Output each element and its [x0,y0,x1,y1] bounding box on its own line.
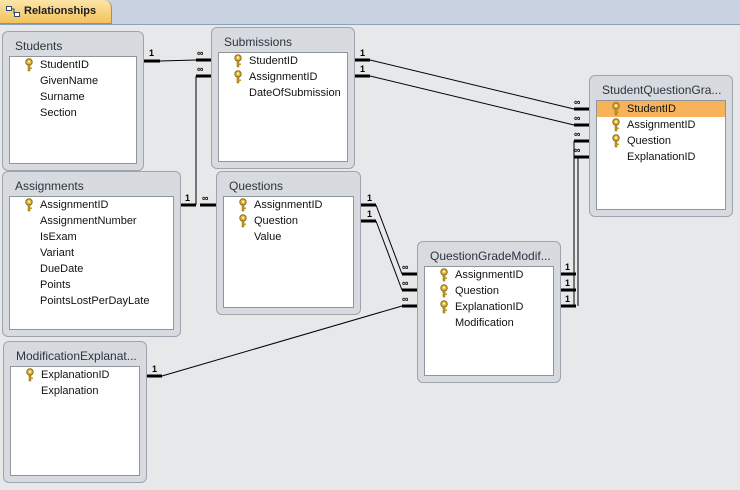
field-list[interactable]: AssignmentID AssignmentNumber IsExam Var… [9,196,174,330]
primary-key-icon [439,284,449,298]
field-points[interactable]: Points [40,279,71,291]
primary-key-icon [238,198,248,212]
relationships-tab[interactable]: Relationships [0,0,112,24]
field-assignmentid[interactable]: AssignmentID [10,197,173,213]
field-studentid[interactable]: StudentID [219,53,347,69]
field-explanationid[interactable]: ExplanationID [11,367,139,383]
primary-key-icon [25,368,35,382]
field-pointslostperdaylate[interactable]: PointsLostPerDayLate [40,295,150,307]
table-title[interactable]: ModificationExplanat... [16,349,137,363]
cardinality-one: 1 [367,193,372,203]
document-tab-strip: Relationships [0,0,740,25]
cardinality-one: 1 [360,48,365,58]
table-title[interactable]: Questions [229,179,284,193]
cardinality-one: 1 [565,262,570,272]
table-submissions[interactable]: Submissions StudentID AssignmentID DateO… [211,27,355,169]
primary-key-icon [611,134,621,148]
primary-key-icon [24,58,34,72]
field-studentid-selected[interactable]: StudentID [597,101,725,117]
field-assignmentnumber[interactable]: AssignmentNumber [40,215,137,227]
cardinality-one: 1 [360,64,365,74]
field-list[interactable]: StudentID GivenName Surname Section [9,56,137,164]
cardinality-many: ∞ [574,97,581,107]
cardinality-many: ∞ [574,129,581,139]
field-assignmentid[interactable]: AssignmentID [425,267,553,283]
table-title[interactable]: StudentQuestionGra... [602,83,722,97]
cardinality-many: ∞ [197,48,204,58]
field-list[interactable]: AssignmentID Question ExplanationID Modi… [424,266,554,376]
primary-key-icon [611,118,621,132]
field-assignmentid[interactable]: AssignmentID [597,117,725,133]
table-studentquestiongrades[interactable]: StudentQuestionGra... StudentID Assignme… [589,75,733,217]
table-title[interactable]: Students [15,39,63,53]
cardinality-one: 1 [565,278,570,288]
relationships-canvas[interactable]: Students StudentID GivenName Surname Sec… [0,25,740,490]
field-dateofsubmission[interactable]: DateOfSubmission [249,87,341,99]
primary-key-icon [233,70,243,84]
field-value[interactable]: Value [254,231,282,243]
field-assignmentid[interactable]: AssignmentID [224,197,353,213]
field-explanationid[interactable]: ExplanationID [627,151,696,163]
field-list[interactable]: StudentID AssignmentID DateOfSubmission [218,52,348,162]
cardinality-one: 1 [185,193,190,203]
cardinality-many: ∞ [574,113,581,123]
cardinality-one: 1 [152,364,157,374]
tab-label: Relationships [24,5,97,17]
field-question[interactable]: Question [224,213,353,229]
field-question[interactable]: Question [597,133,725,149]
cardinality-one: 1 [565,294,570,304]
field-list[interactable]: StudentID AssignmentID Question Explanat… [596,100,726,210]
table-questiongrademodifications[interactable]: QuestionGradeModif... AssignmentID Quest… [417,241,561,383]
table-title[interactable]: Submissions [224,35,293,49]
relationships-icon [6,5,20,23]
primary-key-icon [611,102,621,116]
field-assignmentid[interactable]: AssignmentID [219,69,347,85]
field-explanationid[interactable]: ExplanationID [425,299,553,315]
table-title[interactable]: Assignments [15,179,84,193]
cardinality-many: ∞ [402,262,409,272]
primary-key-icon [439,268,449,282]
cardinality-many: ∞ [574,145,581,155]
field-givenname[interactable]: GivenName [40,75,99,87]
table-students[interactable]: Students StudentID GivenName Surname Sec… [2,31,144,171]
field-list[interactable]: AssignmentID Question Value [223,196,354,308]
field-explanation[interactable]: Explanation [41,385,99,397]
primary-key-icon [238,214,248,228]
cardinality-many: ∞ [402,294,409,304]
table-title[interactable]: QuestionGradeModif... [430,249,551,263]
primary-key-icon [439,300,449,314]
table-assignments[interactable]: Assignments AssignmentID AssignmentNumbe… [2,171,181,337]
field-studentid[interactable]: StudentID [10,57,136,73]
primary-key-icon [24,198,34,212]
field-surname[interactable]: Surname [40,91,85,103]
cardinality-many: ∞ [197,64,204,74]
cardinality-many: ∞ [202,193,209,203]
field-duedate[interactable]: DueDate [40,263,84,275]
cardinality-one: 1 [149,48,154,58]
cardinality-one: 1 [367,209,372,219]
field-section[interactable]: Section [40,107,77,119]
field-list[interactable]: ExplanationID Explanation [10,366,140,476]
primary-key-icon [233,54,243,68]
table-modificationexplanations[interactable]: ModificationExplanat... ExplanationID Ex… [3,341,147,483]
field-isexam[interactable]: IsExam [40,231,77,243]
field-question[interactable]: Question [425,283,553,299]
field-variant[interactable]: Variant [40,247,75,259]
cardinality-many: ∞ [402,278,409,288]
table-questions[interactable]: Questions AssignmentID Question Value [216,171,361,315]
field-modification[interactable]: Modification [455,317,514,329]
